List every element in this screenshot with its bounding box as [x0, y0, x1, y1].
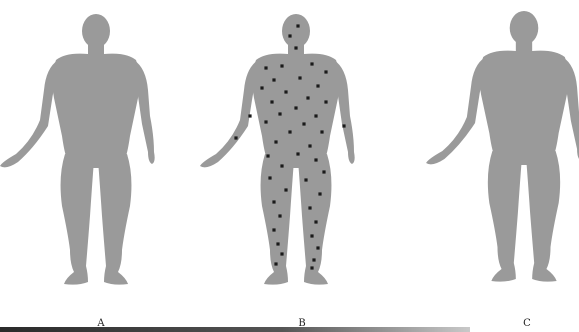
spot-marker: [314, 158, 317, 161]
spot-marker: [322, 170, 325, 173]
spot-marker: [278, 214, 281, 217]
figure-a: [0, 14, 155, 285]
spot-marker: [272, 228, 275, 231]
spot-marker: [308, 144, 311, 147]
spot-marker: [288, 130, 291, 133]
spot-marker: [266, 154, 269, 157]
spot-marker: [308, 206, 311, 209]
spot-marker: [294, 106, 297, 109]
silhouette-a: [0, 14, 155, 285]
spot-marker: [288, 34, 291, 37]
spot-marker: [310, 62, 313, 65]
figure-b: [200, 14, 355, 285]
spot-marker: [280, 164, 283, 167]
spot-marker: [298, 76, 301, 79]
caption-c: C: [512, 318, 542, 330]
spot-marker: [234, 136, 237, 139]
spot-marker: [306, 96, 309, 99]
spot-marker: [264, 66, 267, 69]
spot-marker: [276, 242, 279, 245]
spot-marker: [284, 188, 287, 191]
spot-marker: [280, 252, 283, 255]
spot-marker: [314, 220, 317, 223]
spot-marker: [310, 266, 313, 269]
spot-marker: [318, 192, 321, 195]
spot-marker: [314, 114, 317, 117]
spot-marker: [280, 64, 283, 67]
spot-marker: [324, 100, 327, 103]
spot-marker: [316, 246, 319, 249]
spot-marker: [260, 86, 263, 89]
page-edge-shadow: [0, 327, 470, 332]
spot-marker: [312, 258, 315, 261]
silhouette-c: [426, 11, 579, 282]
spot-marker: [268, 176, 271, 179]
spot-marker: [272, 200, 275, 203]
spot-marker: [296, 152, 299, 155]
spot-marker: [248, 114, 251, 117]
spot-marker: [304, 178, 307, 181]
spot-marker: [294, 46, 297, 49]
spot-marker: [324, 70, 327, 73]
spot-marker: [310, 234, 313, 237]
spot-marker: [270, 100, 273, 103]
figure-c: [426, 11, 579, 282]
spot-marker: [320, 130, 323, 133]
spot-marker: [264, 120, 267, 123]
spot-marker: [274, 262, 277, 265]
spot-marker: [284, 90, 287, 93]
spot-marker: [278, 112, 281, 115]
spot-marker: [342, 124, 345, 127]
spot-marker: [302, 122, 305, 125]
spot-marker: [316, 84, 319, 87]
spot-marker: [272, 78, 275, 81]
spot-marker: [274, 140, 277, 143]
spot-marker: [296, 24, 299, 27]
